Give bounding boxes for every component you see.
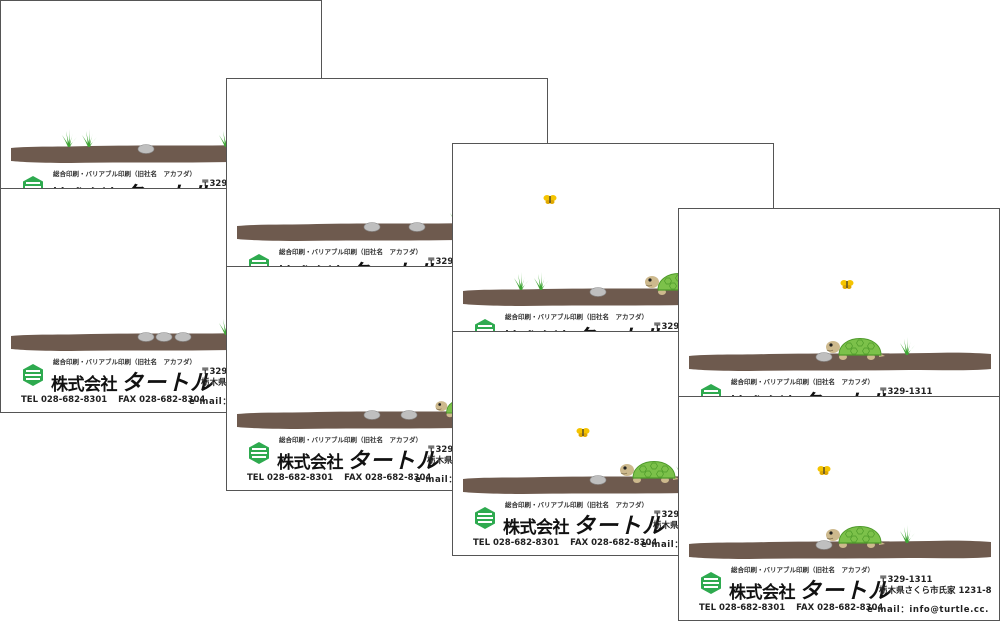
tagline: 総合印刷・バリアブル印刷（旧社名 アカフダ）	[505, 501, 648, 509]
butterfly-icon	[576, 428, 590, 437]
company-prefix: 株式会社	[277, 453, 344, 473]
contact-line: TEL 028-682-8301 FAX 028-682-8304	[699, 603, 883, 613]
company-name: 株式会社タートル	[277, 443, 439, 475]
stone-layer	[815, 352, 833, 362]
stone	[137, 144, 155, 154]
contact-line: TEL 028-682-8301 FAX 028-682-8304	[247, 473, 431, 483]
stone-layer	[815, 540, 833, 550]
stone-layer	[363, 222, 426, 232]
tel-number: TEL 028-682-8301	[21, 395, 108, 405]
company-brand: タートル	[799, 579, 892, 604]
stone-layer	[137, 144, 155, 154]
tel-number: TEL 028-682-8301	[473, 538, 560, 548]
grass-tuft	[534, 272, 549, 290]
company-brand: タートル	[121, 371, 214, 396]
butterfly-icon	[543, 195, 557, 204]
stone	[363, 222, 381, 232]
stone	[589, 287, 607, 297]
grass-layer	[900, 337, 915, 355]
contact-line: TEL 028-682-8301 FAX 028-682-8304	[473, 538, 657, 548]
street-address: 栃木県さくら市氏家 1231-8	[879, 586, 992, 596]
butterfly-icon	[840, 280, 854, 289]
butterfly-icon	[817, 466, 831, 475]
card-illustration	[689, 280, 991, 371]
grass-tuft	[900, 337, 915, 355]
stone	[400, 410, 418, 420]
postal-code: 〒329-1311	[879, 387, 933, 397]
company-logo-icon	[475, 507, 495, 529]
tagline: 総合印刷・バリアブル印刷（旧社名 アカフダ）	[731, 566, 874, 574]
tel-number: TEL 028-682-8301	[247, 473, 334, 483]
butterfly-layer	[817, 466, 831, 475]
tagline: 総合印刷・バリアブル印刷（旧社名 アカフダ）	[279, 248, 422, 256]
butterfly-layer	[576, 428, 590, 437]
butterfly-layer	[840, 280, 854, 289]
turtle	[620, 461, 679, 483]
company-name: 株式会社タートル	[51, 365, 213, 397]
fax-number: FAX 028-682-8304	[118, 395, 206, 405]
company-logo-icon	[23, 364, 43, 386]
tagline: 総合印刷・バリアブル印刷（旧社名 アカフダ）	[53, 170, 196, 178]
ground-strip	[689, 352, 991, 371]
email-address: e-mail：info@turtle.cc.	[867, 605, 989, 615]
company-logo-icon	[249, 442, 269, 464]
turtle	[826, 526, 885, 548]
card-illustration	[689, 466, 991, 559]
grass-layer	[900, 525, 915, 543]
turtle	[826, 338, 885, 360]
stone	[174, 332, 192, 342]
postal-code: 〒329-1311	[879, 575, 933, 585]
business-card-8: 総合印刷・バリアブル印刷（旧社名 アカフダ） 株式会社タートル 〒329-131…	[678, 396, 1000, 621]
grass-layer	[62, 129, 234, 147]
company-brand: タートル	[347, 449, 440, 474]
butterfly-layer	[543, 195, 557, 204]
grass-layer	[514, 272, 549, 290]
stone-layer	[137, 332, 192, 342]
tagline: 総合印刷・バリアブル印刷（旧社名 アカフダ）	[731, 378, 874, 386]
contact-line: TEL 028-682-8301 FAX 028-682-8304	[21, 395, 205, 405]
grass-tuft	[900, 525, 915, 543]
fax-number: FAX 028-682-8304	[570, 538, 658, 548]
stone-layer	[589, 475, 607, 485]
company-name: 株式会社タートル	[503, 508, 665, 540]
grass-tuft	[514, 272, 529, 290]
tel-number: TEL 028-682-8301	[699, 603, 786, 613]
stone	[363, 410, 381, 420]
stone	[155, 332, 173, 342]
tagline: 総合印刷・バリアブル印刷（旧社名 アカフダ）	[279, 436, 422, 444]
fax-number: FAX 028-682-8304	[796, 603, 884, 613]
stone	[815, 352, 833, 362]
stone-layer	[589, 287, 607, 297]
company-prefix: 株式会社	[51, 375, 118, 395]
company-brand: タートル	[573, 514, 666, 539]
company-prefix: 株式会社	[503, 518, 570, 538]
company-logo-icon	[701, 572, 721, 594]
fax-number: FAX 028-682-8304	[344, 473, 432, 483]
tagline: 総合印刷・バリアブル印刷（旧社名 アカフダ）	[53, 358, 196, 366]
stone	[137, 332, 155, 342]
company-prefix: 株式会社	[729, 583, 796, 603]
grass-tuft	[62, 129, 77, 147]
ground-strip	[689, 540, 991, 559]
tagline: 総合印刷・バリアブル印刷（旧社名 アカフダ）	[505, 313, 648, 321]
grass-tuft	[82, 129, 97, 147]
company-name: 株式会社タートル	[729, 573, 891, 605]
stone	[408, 222, 426, 232]
stone	[589, 475, 607, 485]
stone-layer	[363, 410, 418, 420]
address-block: 〒329-1311 栃木県さくら市氏家 1231-8	[879, 575, 992, 597]
stone	[815, 540, 833, 550]
